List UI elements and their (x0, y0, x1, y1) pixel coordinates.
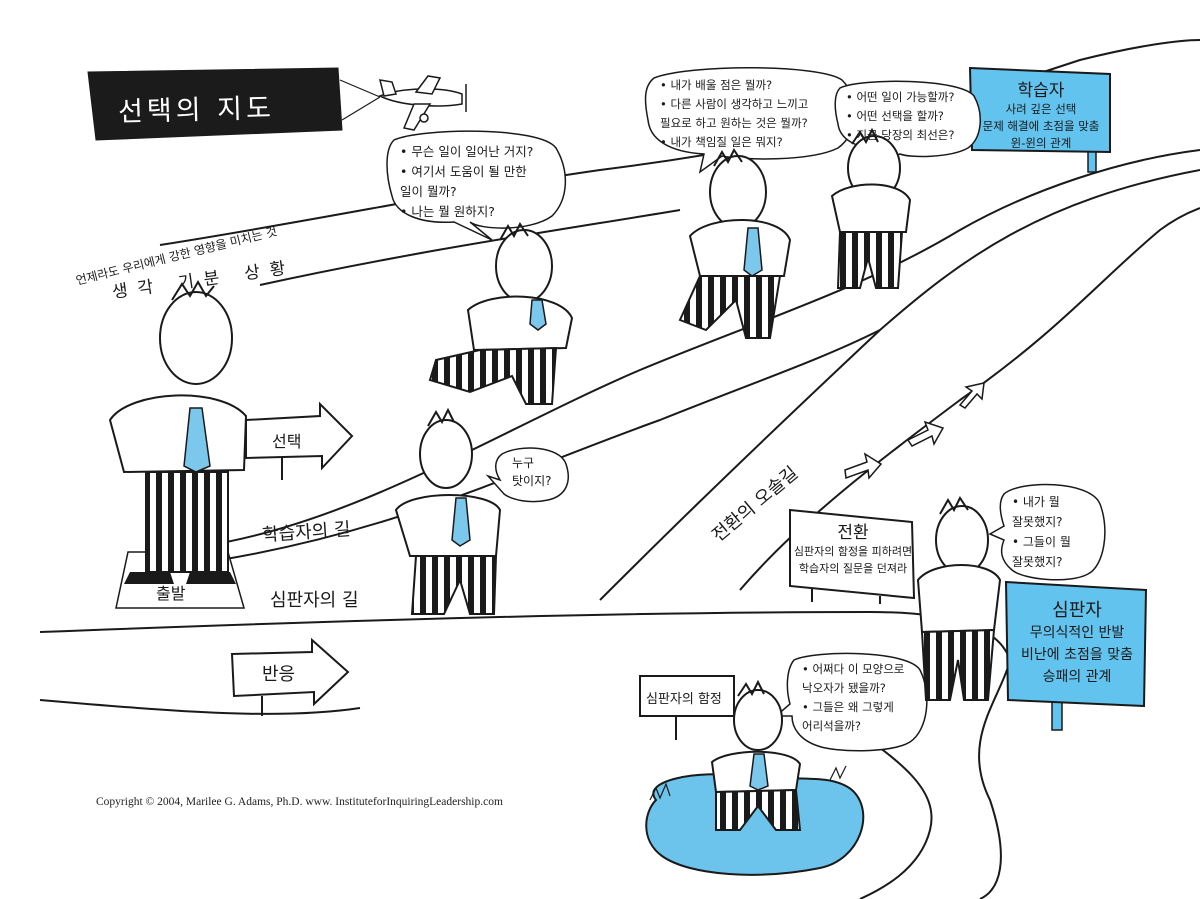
switch-path-left (599, 169, 1200, 601)
judger-sign-line: 승패의 관계 (1042, 669, 1112, 685)
choice-sign-label: 선택 (272, 432, 302, 451)
bubble-learn-text: • 내가 배울 점은 뭘까? • 다른 사람이 생각하고 느끼고 필요로 하고 … (660, 76, 808, 152)
turning-man-figure (394, 407, 502, 615)
banner-title: 선택의 지도 (117, 92, 276, 129)
switch-sign-line: 심판자의 함정을 피하려면 (793, 545, 913, 558)
road-arrows (844, 382, 985, 480)
reaction-road-top (39, 610, 1011, 661)
bubble-line: 누구 (512, 456, 535, 470)
bubble-line: 낙오자가 됐을까? (802, 681, 886, 695)
pit-road (839, 719, 933, 899)
copyright: Copyright © 2004, Marilee G. Adams, Ph.D… (96, 796, 503, 808)
bubble-line: 일이 뭘까? (400, 184, 457, 199)
running-man-figure (428, 222, 574, 405)
banner (87, 67, 381, 141)
bubble-line: • 내가 배울 점은 뭘까? (660, 78, 773, 92)
bubble-line: • 여기서 도움이 될 만한 (400, 164, 527, 179)
pit-man-figure (710, 679, 802, 831)
bubble-line: • 어쩌다 이 모양으로 (802, 662, 905, 676)
bubble-learn (644, 67, 856, 174)
switch-sign-text: 전환 심판자의 함정을 피하려면 학습자의 질문을 던져라 (792, 518, 914, 577)
bubble-line: • 내가 뭘 (1012, 495, 1060, 509)
judger-pit-sign (639, 675, 735, 740)
walking-away-man-figure (830, 127, 912, 289)
scratching-man-figure (678, 148, 792, 339)
learner-sign-text: 학습자 사려 깊은 선택 문제 해결에 초점을 맞춤 윈-윈의 관계 (974, 76, 1108, 152)
bubble-line: • 그들이 뭘 (1012, 535, 1071, 549)
airplane-icon (378, 75, 467, 131)
bubble-line: • 내가 책임질 일은 뭐지? (660, 135, 783, 149)
bubble-wrong-text: • 내가 뭘 잘못했지? • 그들이 뭘 잘못했지? (1012, 492, 1071, 572)
judger-sign-line: 비난에 초점을 맞춤 (1021, 647, 1133, 663)
bubble-what-happened (386, 130, 567, 241)
arrow-mark (906, 420, 945, 447)
bubble-line: 잘못했지? (1012, 555, 1063, 569)
reaction-sign-label: 반응 (262, 664, 296, 685)
bubble-line: • 그들은 왜 그렇게 (802, 700, 894, 714)
judger-sign-text: 심판자 무의식적인 반발 비난에 초점을 맞춤 승패의 관계 (1010, 596, 1144, 688)
switch-sign-title: 전환 (837, 523, 869, 543)
switch-sign-line: 학습자의 질문을 던져라 (798, 562, 908, 575)
switch-path-right (739, 207, 1200, 591)
upper-road-bottom (259, 209, 681, 286)
reaction-sign (230, 637, 350, 716)
bubble-whose-fault (485, 447, 569, 503)
bubble-line: 어리석을까? (802, 719, 862, 733)
judger-sign-line: 무의식적인 반발 (1029, 625, 1125, 641)
judger-road-lower (978, 659, 1011, 899)
learner-sign-title: 학습자 (1017, 81, 1065, 101)
start-sign-label: 출발 (156, 584, 186, 603)
bubble-pit-text: • 어쩌다 이 모양으로 낙오자가 됐을까? • 그들은 왜 그렇게 어리석을까… (802, 660, 904, 736)
arms-crossed-man-figure (916, 496, 1002, 701)
bubble-line: 필요로 하고 원하는 것은 뭘까? (660, 116, 808, 130)
switch-sign (789, 508, 916, 604)
bubble-options-text: • 어떤 일이 가능할까? • 어떤 선택을 할까? • 지금 당장의 최선은? (846, 88, 955, 145)
bubble-line: • 나는 뭘 원하지? (400, 204, 495, 219)
bubble-line: • 다른 사람이 생각하고 느끼고 (660, 97, 809, 111)
bubble-line: • 무슨 일이 일어난 거지? (400, 144, 534, 159)
bubble-line: 잘못했지? (1012, 515, 1063, 529)
bubble-line: • 어떤 일이 가능할까? (846, 90, 955, 104)
choice-sign (245, 401, 354, 480)
learner-sign-line: 사려 깊은 선택 (1005, 102, 1077, 116)
arrow-mark (958, 382, 985, 409)
learner-sign-line: 문제 해결에 초점을 맞춤 (982, 119, 1100, 133)
bubble-whose-fault-text: 누구 탓이지? (512, 454, 552, 490)
learner-road-edge-lower (219, 329, 881, 561)
judger-sign (1004, 580, 1148, 731)
reaction-road-bottom (39, 699, 361, 715)
judger-pit-label: 심판자의 함정 (646, 692, 722, 707)
learner-sign-line: 윈-윈의 관계 (1010, 136, 1072, 150)
judger-path-label: 심판자의 길 (270, 590, 359, 611)
bubble-what-happened-text: • 무슨 일이 일어난 거지? • 여기서 도움이 될 만한 일이 뭘까? • … (400, 142, 533, 222)
bubble-pit (773, 652, 928, 752)
thinking-man-figure (108, 279, 248, 584)
bubble-line: • 어떤 선택을 할까? (846, 109, 944, 123)
bubble-line: • 지금 당장의 최선은? (846, 128, 955, 142)
bubble-line: 탓이지? (512, 474, 552, 488)
judger-sign-title: 심판자 (1052, 600, 1102, 621)
arrow-mark (844, 452, 883, 480)
bubble-wrong (988, 483, 1106, 581)
